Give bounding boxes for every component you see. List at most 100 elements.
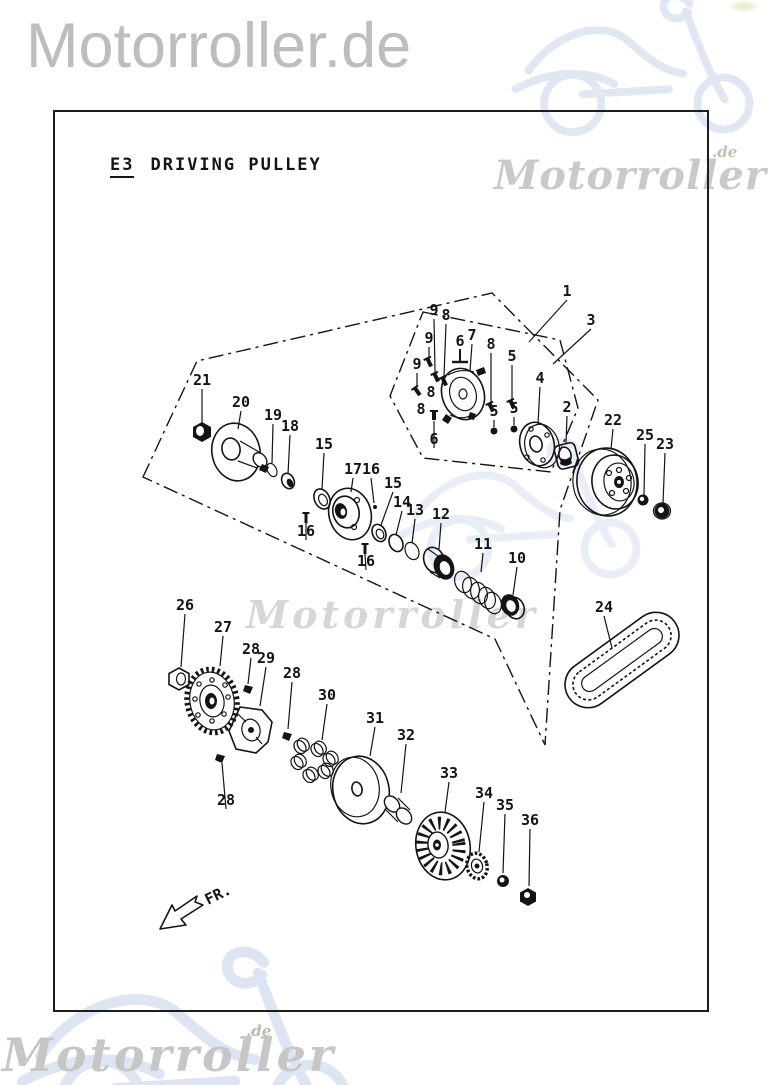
part-number-5: 5 <box>507 347 516 365</box>
part-28-clip-b <box>282 732 292 741</box>
part-number-23: 23 <box>656 435 674 453</box>
leader-line-30-41 <box>321 703 328 741</box>
part-24-drive-belt <box>564 611 680 709</box>
part-number-6: 6 <box>455 332 464 350</box>
part-20-drive-face <box>210 422 269 482</box>
part-number-16: 16 <box>357 552 375 570</box>
part-number-28: 28 <box>217 791 235 809</box>
part-number-5: 5 <box>509 399 518 417</box>
leader-line-28-38 <box>247 657 252 685</box>
part-17-ramp-plate <box>327 487 373 541</box>
leader-line-7-6 <box>469 343 473 372</box>
watermark-top-left: Motorroller.de <box>26 11 412 81</box>
part-number-16: 16 <box>362 460 380 478</box>
part-22-clutch-drum <box>572 447 639 517</box>
part-number-34: 34 <box>475 784 493 802</box>
part-35-washer <box>497 875 509 887</box>
leader-line-11-33 <box>480 552 484 573</box>
part-23-nut <box>652 502 672 520</box>
leader-line-24-35 <box>603 615 613 649</box>
part-number-17: 17 <box>344 460 362 478</box>
part-16-pin-dot <box>373 505 377 509</box>
part-number-4: 4 <box>535 369 544 387</box>
part-number-11: 11 <box>474 535 492 553</box>
leader-line-15-27 <box>380 491 394 526</box>
part-15-ring-a <box>313 488 331 510</box>
leader-line-36-48 <box>528 828 531 887</box>
diagram-title: E3 DRIVING PULLEY <box>110 155 322 178</box>
leader-line-29-39 <box>259 666 267 707</box>
leader-line-27-37 <box>219 635 224 667</box>
watermark-right-de: .de <box>712 143 738 161</box>
part-36-nut <box>520 888 536 906</box>
part-number-32: 32 <box>397 726 415 744</box>
leader-line-8-3 <box>443 323 447 377</box>
part-32-spacer-sleeve <box>383 795 413 825</box>
leader-line-19-22 <box>271 423 274 464</box>
part-number-29: 29 <box>257 649 275 667</box>
part-number-30: 30 <box>318 686 336 704</box>
part-25-nut <box>637 494 649 506</box>
leader-line-26-36 <box>180 613 186 668</box>
leader-line-18-23 <box>287 434 291 475</box>
leader-line-17-25 <box>350 477 354 493</box>
leader-line-34-46 <box>478 801 485 853</box>
fr-label: FR. <box>202 881 234 909</box>
leader-line-31-42 <box>369 726 376 757</box>
part-number-6: 6 <box>429 430 438 448</box>
outer-assembly-outline <box>142 292 599 746</box>
page-title: DRIVING PULLEY <box>150 155 322 175</box>
part-number-22: 22 <box>604 411 622 429</box>
part-19-washer <box>266 462 278 478</box>
watermark-right: Motorroller <box>494 152 767 199</box>
part-number-20: 20 <box>232 393 250 411</box>
leader-line-28-40 <box>287 681 293 730</box>
part-28-clip-a <box>243 685 253 694</box>
part-number-8: 8 <box>486 335 495 353</box>
part-4-drive-plate <box>518 421 560 469</box>
part-21-nut <box>193 422 211 442</box>
leader-line-20-21 <box>237 410 242 430</box>
leader-line-16-31 <box>364 553 367 571</box>
part-number-19: 19 <box>264 406 282 424</box>
part-number-1: 1 <box>562 282 571 300</box>
part-number-33: 33 <box>440 764 458 782</box>
part-7-clutch-shoe-assembly <box>440 367 486 424</box>
part-number-7: 7 <box>467 326 476 344</box>
scan-smudge <box>726 0 762 13</box>
part-12-bushing <box>422 546 455 580</box>
part-33-fan-face <box>414 811 472 881</box>
leader-line-3-1 <box>552 328 592 365</box>
part-number-8: 8 <box>416 400 425 418</box>
leader-line-2-16 <box>565 415 568 444</box>
part-number-14: 14 <box>393 493 411 511</box>
part-number-15: 15 <box>315 435 333 453</box>
leader-line-13-29 <box>411 518 416 544</box>
part-10-collar <box>500 594 526 620</box>
part-number-13: 13 <box>406 501 424 519</box>
part-26-nut <box>168 667 190 691</box>
part-number-8: 8 <box>441 306 450 324</box>
part-number-26: 26 <box>176 596 194 614</box>
leader-line-32-43 <box>400 743 407 794</box>
leader-line-10-34 <box>512 566 518 596</box>
inner-assembly-outline <box>389 311 579 473</box>
leader-line-28-44 <box>221 762 227 810</box>
part-30-roller-weights <box>290 737 339 784</box>
part-13-ring <box>404 541 420 561</box>
part-number-36: 36 <box>521 811 539 829</box>
part-number-3: 3 <box>586 311 595 329</box>
leader-line-1-0 <box>528 299 568 343</box>
part-number-28: 28 <box>283 664 301 682</box>
part-number-28: 28 <box>242 640 260 658</box>
leader-line-12-32 <box>438 522 442 550</box>
fr-direction-arrow: FR. <box>159 881 234 930</box>
leader-line-16-26 <box>370 477 375 504</box>
part-number-24: 24 <box>595 598 613 616</box>
part-14-washer <box>388 533 404 553</box>
part-18-washer <box>280 472 296 490</box>
part-number-2: 2 <box>562 398 571 416</box>
part-34-ratchet-washer <box>465 851 489 881</box>
